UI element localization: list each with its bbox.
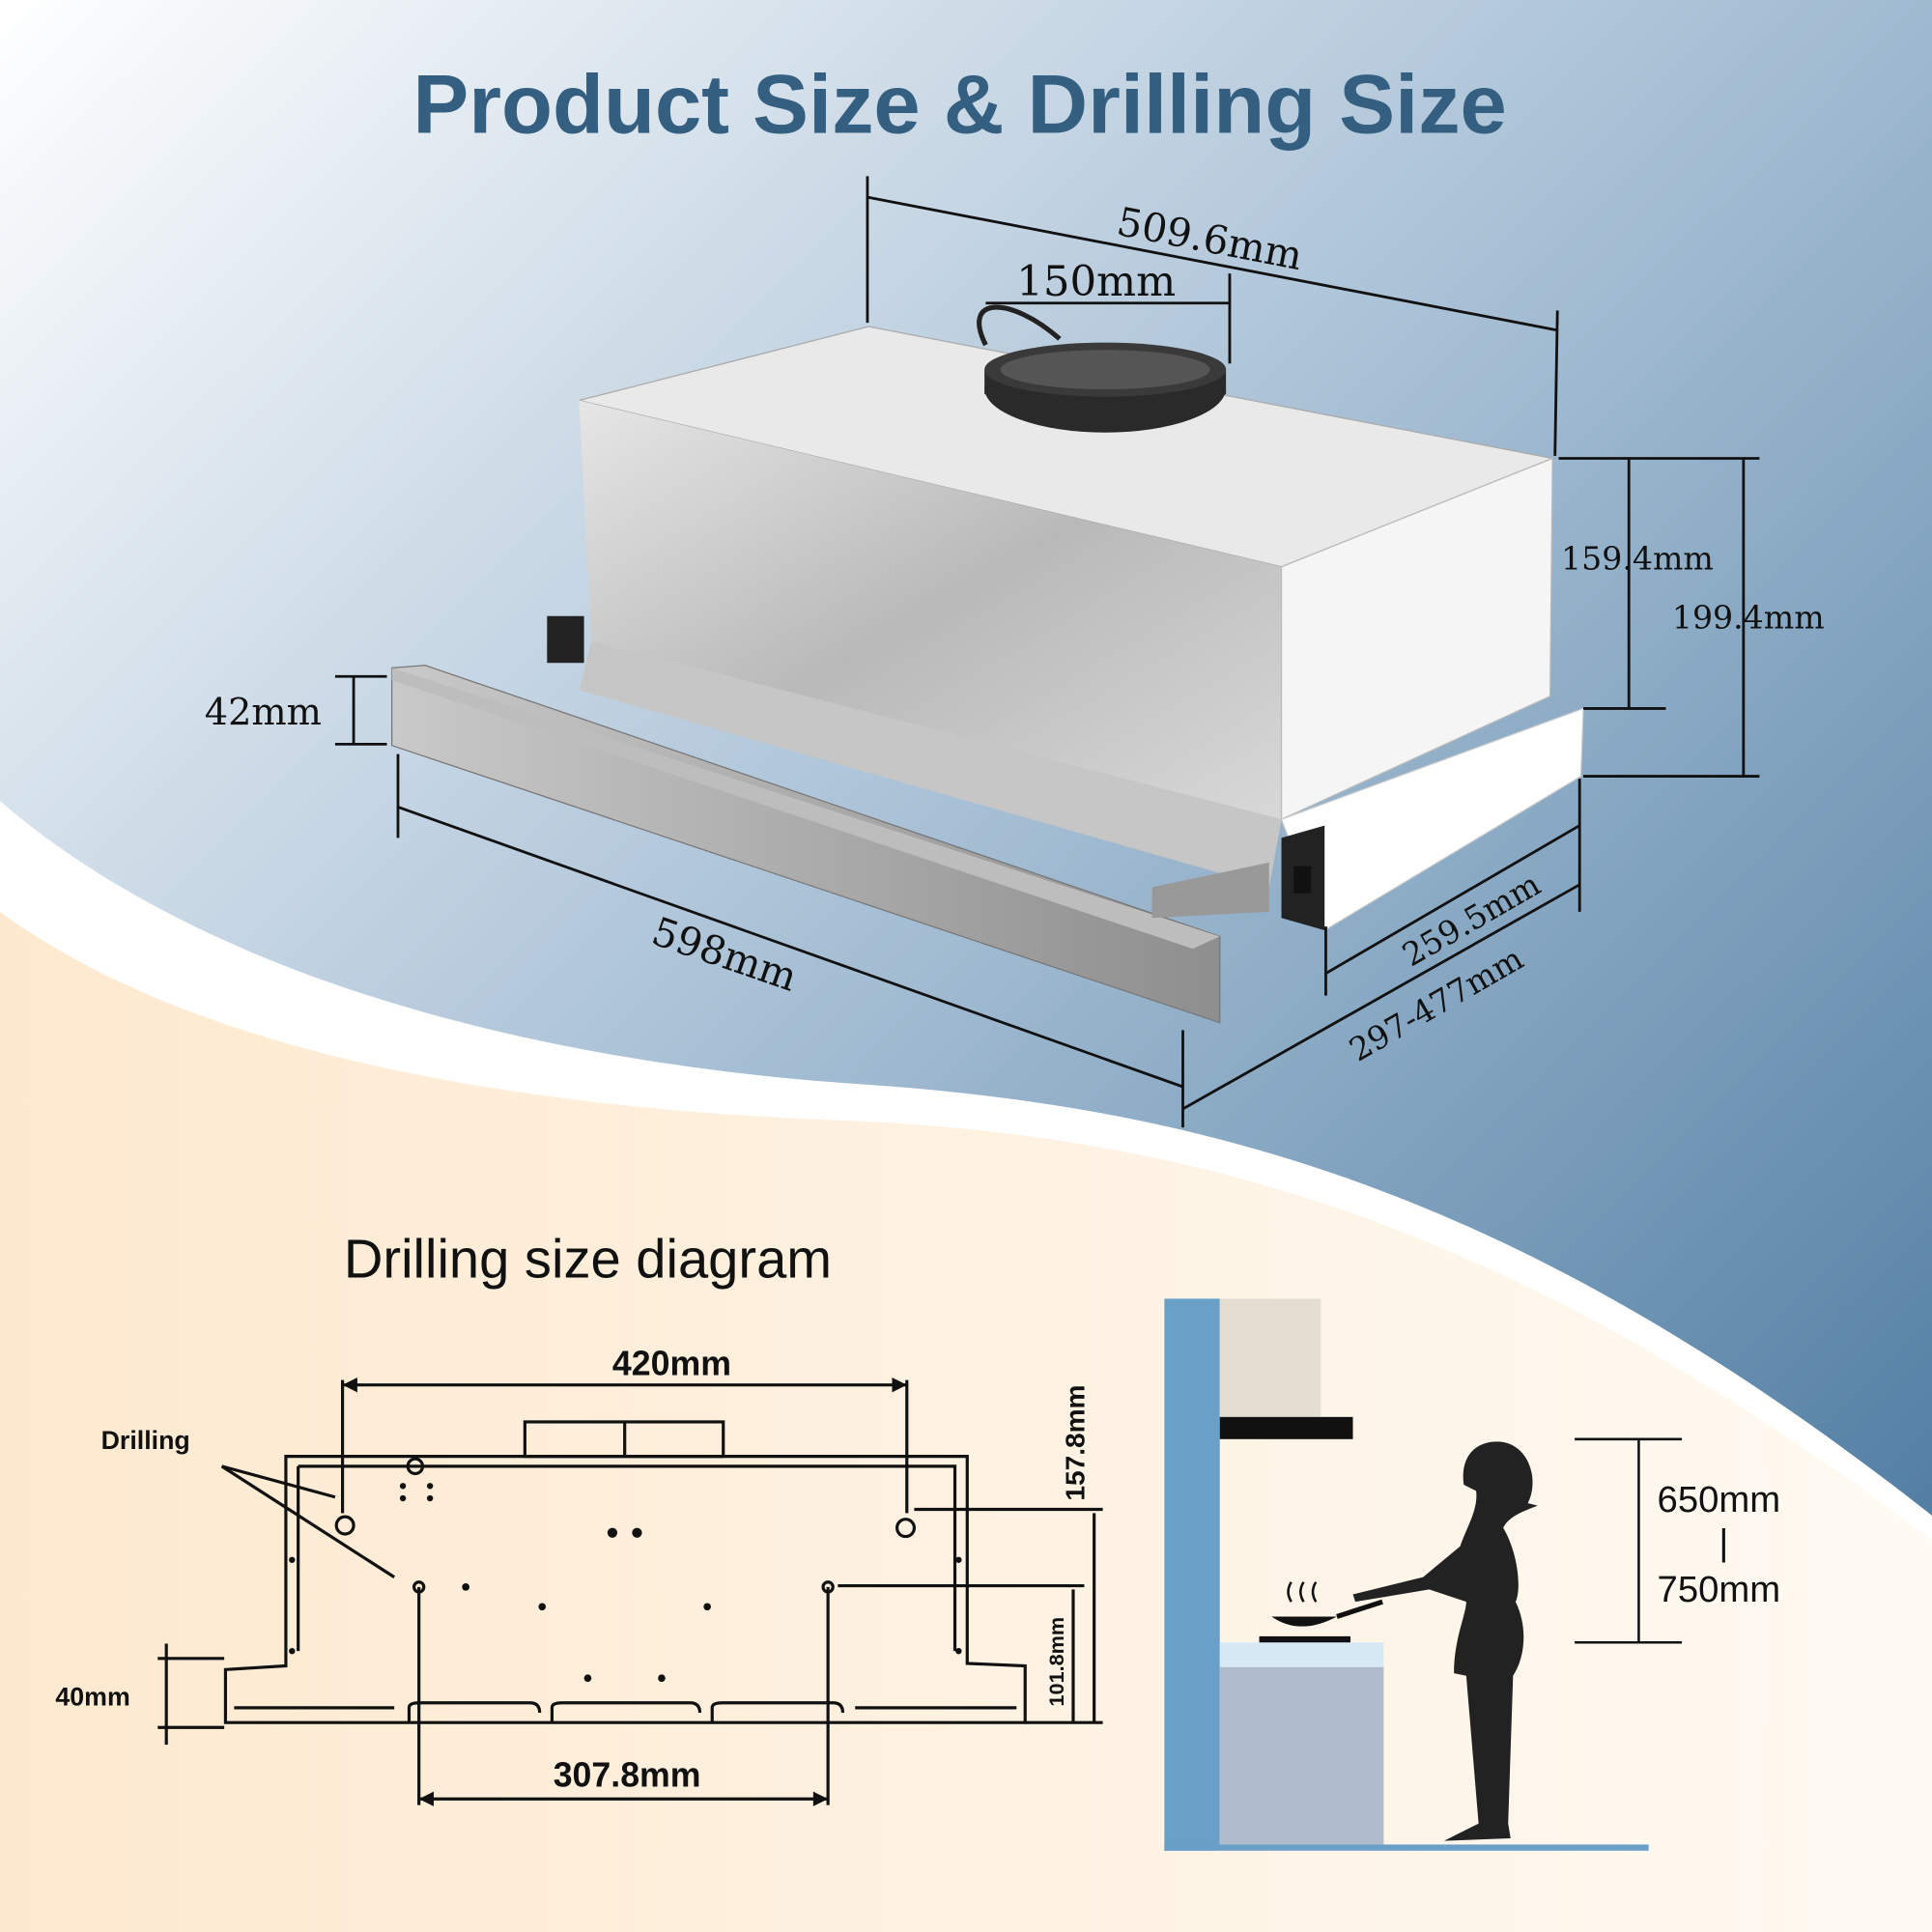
install-height-separator: |	[1719, 1522, 1728, 1564]
install-height-min: 650mm	[1658, 1479, 1781, 1520]
drilling-top-hole-height: 157.8mm	[1060, 1385, 1090, 1501]
background-cream-wave	[0, 911, 1932, 1932]
range-hood-illustration	[390, 304, 1584, 1024]
install-height-max: 750mm	[1658, 1569, 1781, 1610]
dimension-front-panel-height: 42mm	[205, 691, 322, 734]
drilling-side-height: 40mm	[55, 1682, 129, 1711]
drilling-diagram	[157, 1379, 1103, 1805]
person-silhouette-icon	[1352, 1441, 1538, 1841]
dimension-height-body: 159.4mm	[1561, 539, 1714, 577]
dimension-lines	[334, 176, 1760, 1128]
dimension-duct-diameter: 150mm	[1016, 258, 1176, 306]
drilling-heading: Drilling size diagram	[344, 1229, 832, 1290]
dimension-height-total: 199.4mm	[1672, 599, 1825, 637]
drilling-bottom-hole-height: 101.8mm	[1044, 1617, 1068, 1707]
drilling-dots	[289, 1378, 962, 1806]
drilling-top-hole-spacing: 420mm	[612, 1344, 731, 1382]
installation-scene	[1164, 1298, 1683, 1851]
drilling-label: Drilling	[101, 1426, 190, 1455]
page-title: Product Size & Drilling Size	[412, 58, 1506, 152]
drilling-bottom-hole-spacing: 307.8mm	[554, 1755, 701, 1794]
